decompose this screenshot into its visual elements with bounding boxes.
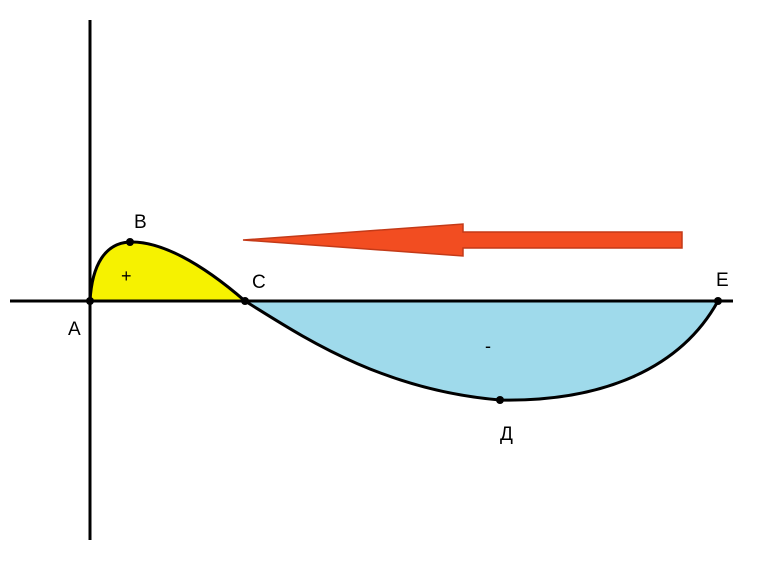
- point-a-label: A: [68, 319, 81, 340]
- direction-arrow: [242, 223, 683, 257]
- point-b-marker: [126, 238, 134, 246]
- point-c-marker: [241, 297, 249, 305]
- point-d-label: Д: [500, 424, 513, 445]
- point-b-label: B: [134, 212, 147, 233]
- negative-sign: -: [485, 336, 491, 356]
- point-d-marker: [496, 396, 504, 404]
- positive-region: [90, 241, 245, 301]
- point-c-label: C: [252, 272, 266, 293]
- point-a-marker: [86, 297, 94, 305]
- positive-sign: +: [121, 266, 132, 286]
- point-e-marker: [714, 297, 722, 305]
- negative-region: [245, 301, 718, 401]
- point-e-label: E: [716, 270, 729, 291]
